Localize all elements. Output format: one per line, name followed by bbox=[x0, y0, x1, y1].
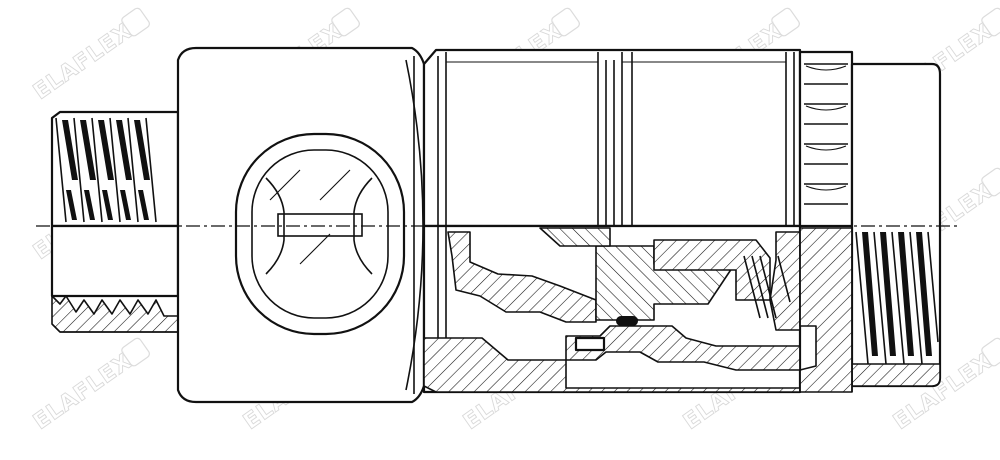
female-thread-teeth bbox=[855, 231, 939, 365]
watermark-text: ELAFLEX bbox=[29, 19, 137, 105]
sleeve-inner-ring bbox=[447, 231, 597, 323]
valve-stem bbox=[565, 325, 801, 371]
hex-nut-section bbox=[799, 227, 853, 393]
spring-housing bbox=[539, 227, 611, 247]
watermark-mark: ELAFLEX bbox=[29, 7, 150, 105]
locking-sleeve bbox=[422, 48, 802, 228]
section-internals bbox=[422, 224, 853, 394]
hex-nut bbox=[798, 50, 854, 228]
sleeve-grooves bbox=[437, 52, 795, 226]
male-thread-section bbox=[51, 295, 179, 333]
watermark-badge-icon bbox=[981, 337, 1000, 367]
watermark-badge-icon bbox=[981, 7, 1000, 37]
watermark-mark: ELAFLEX bbox=[29, 337, 150, 435]
female-thread-end bbox=[850, 62, 942, 388]
watermark-badge-icon bbox=[121, 7, 150, 37]
watermark-badge-icon bbox=[331, 7, 360, 37]
spring bbox=[743, 255, 791, 319]
body-section bbox=[423, 337, 801, 393]
male-thread-teeth-upper bbox=[55, 117, 157, 223]
sleeve-collar bbox=[653, 239, 771, 301]
watermark-text: ELAFLEX bbox=[29, 349, 137, 435]
coupling-body bbox=[176, 46, 426, 404]
o-ring-seal bbox=[616, 316, 638, 326]
watermark-badge-icon bbox=[771, 7, 800, 37]
inspection-window bbox=[234, 132, 406, 336]
watermark-badge-icon bbox=[121, 337, 150, 367]
watermark-badge-icon bbox=[551, 7, 580, 37]
watermark-badge-icon bbox=[981, 167, 1000, 197]
male-thread-end bbox=[50, 110, 180, 333]
